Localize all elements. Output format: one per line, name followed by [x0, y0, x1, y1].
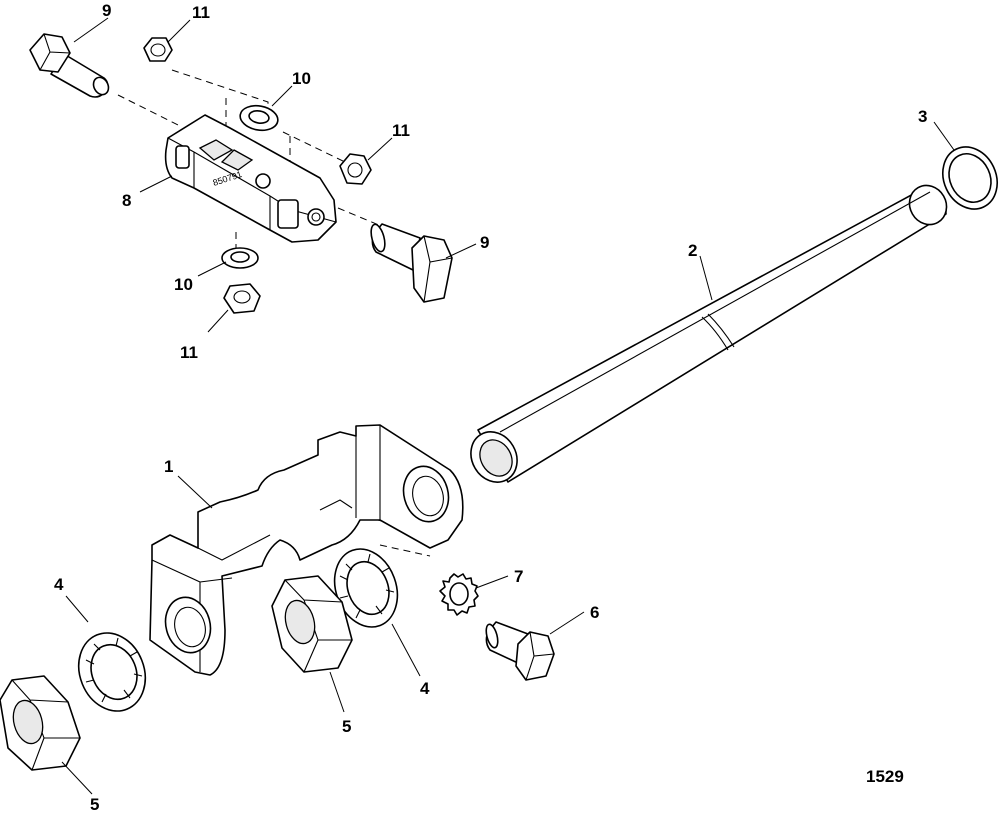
washer-10-lower [221, 247, 259, 269]
callout-10-lower: 10 [174, 275, 193, 294]
callout-4-center: 4 [420, 679, 430, 698]
mounting-bracket-1 [149, 424, 464, 676]
callout-4-left: 4 [54, 575, 64, 594]
callout-6: 6 [590, 603, 599, 622]
callout-10-top: 10 [292, 69, 311, 88]
callout-5-center: 5 [342, 717, 351, 736]
callout-2: 2 [688, 241, 697, 260]
callout-11-lower: 11 [180, 343, 198, 362]
callout-1: 1 [164, 457, 173, 476]
hex-nut-5-center [271, 575, 353, 673]
figure-number: 1529 [866, 767, 904, 786]
bolt-6 [485, 621, 555, 681]
lock-washer-4-center [333, 548, 399, 628]
callout-3: 3 [918, 107, 927, 126]
callout-9-top: 9 [102, 1, 111, 20]
nut-11-top [143, 37, 173, 62]
nut-11-lower [223, 283, 261, 314]
bolt-9-top [29, 33, 110, 98]
callout-labels: 9 11 10 11 3 8 9 2 10 11 1 4 7 6 4 5 5 [54, 1, 927, 813]
callout-8: 8 [122, 191, 131, 210]
washer-10-top [239, 104, 279, 132]
callout-11-top: 11 [192, 3, 210, 22]
star-washer-7 [439, 573, 479, 616]
callout-11-right: 11 [392, 121, 410, 140]
bolt-9-middle [370, 223, 453, 303]
leader-lines [61, 17, 955, 795]
ring-3 [942, 146, 998, 210]
callout-7: 7 [514, 567, 523, 586]
callout-5-left: 5 [90, 795, 99, 813]
tube-2 [470, 184, 948, 483]
hex-nut-5-left [0, 675, 81, 771]
lock-washer-4-left [77, 632, 147, 712]
nut-11-right [339, 153, 372, 185]
clamp-bracket-8: 850791 [164, 114, 337, 243]
callout-9-middle: 9 [480, 233, 489, 252]
